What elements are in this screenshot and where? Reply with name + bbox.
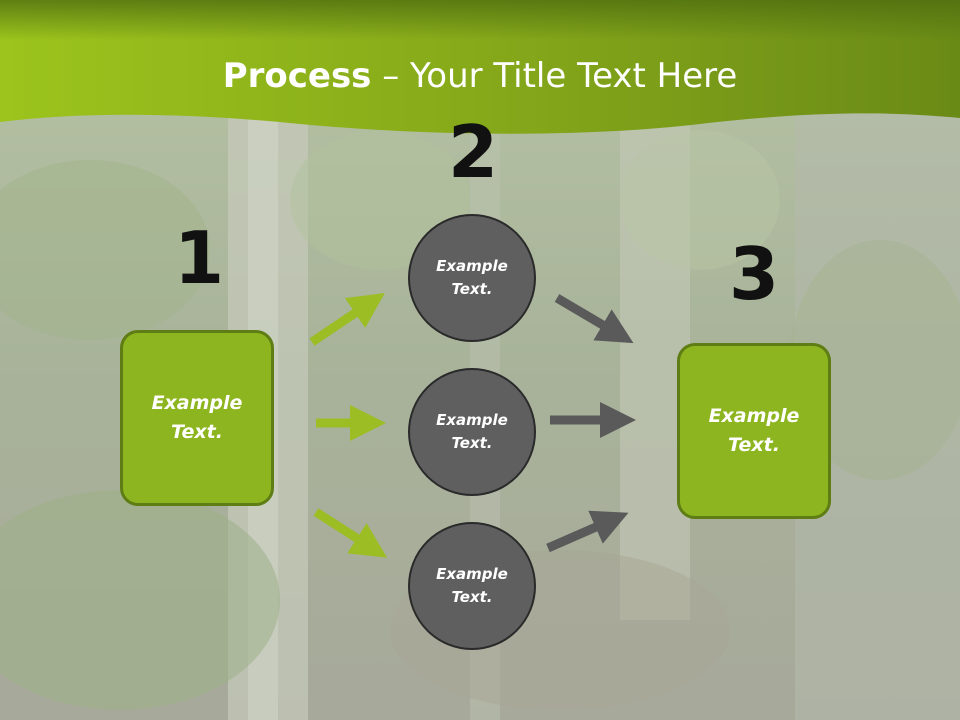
arrow-gray-up	[546, 510, 629, 553]
circle-top[interactable]: Example Text.	[408, 214, 536, 342]
step-number-2: 2	[447, 110, 499, 194]
circle-bottom[interactable]: Example Text.	[408, 522, 536, 650]
page-title: Process – Your Title Text Here	[0, 54, 960, 98]
step-3-text: Example Text.	[708, 405, 800, 456]
step-1-box[interactable]: Example Text.	[120, 330, 274, 506]
circle-middle[interactable]: Example Text.	[408, 368, 536, 496]
step-number-1: 1	[173, 216, 225, 300]
title-rest: – Your Title Text Here	[371, 56, 738, 96]
title-bold: Process	[222, 56, 372, 96]
circle-top-text: Example Text.	[436, 257, 508, 298]
circle-middle-text: Example Text.	[436, 411, 508, 452]
step-number-3: 3	[728, 232, 780, 316]
arrow-green-up	[309, 292, 385, 346]
arrow-green-down	[313, 508, 388, 558]
arrow-gray-down	[554, 294, 634, 344]
step-3-box[interactable]: Example Text.	[677, 343, 831, 519]
step-1-text: Example Text.	[151, 392, 243, 443]
circle-bottom-text: Example Text.	[436, 565, 508, 606]
